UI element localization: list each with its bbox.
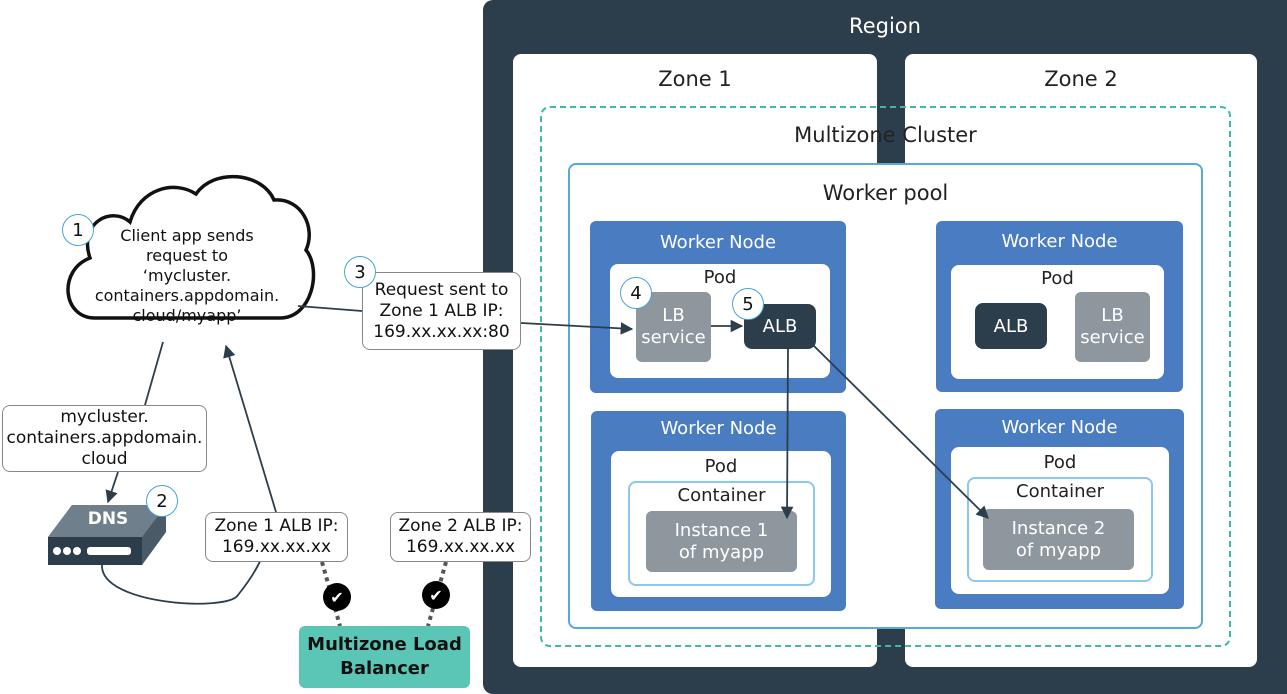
dns-callout-line3: cloud [81,449,128,469]
dns-device-icon [48,505,166,565]
lb-service-zone1: LB service [636,292,711,362]
zone2-alb-ip-callout: Zone 2 ALB IP: 169.xx.xx.xx [390,512,531,562]
zone1-ip-line1: Zone 1 ALB IP: [214,516,339,536]
zone-2-title: Zone 2 [1044,67,1118,91]
alb-label: ALB [762,316,798,337]
pod-title: Pod [703,267,737,288]
mlb-line1: Multizone Load [307,634,462,655]
instance-1-line1: Instance 1 [674,519,769,541]
alb-label: ALB [993,315,1029,337]
dns-response-arrow [223,344,277,513]
instance-2-myapp: Instance 2 of myapp [983,509,1134,570]
container-title: Container [1016,481,1104,502]
client-line3: ‘mycluster. [142,266,232,285]
dns-callout-line1: mycluster. [60,407,149,427]
alb-to-instance2-arrow [811,343,989,519]
client-cloud-icon [66,174,316,320]
instance-1-line2: of myapp [678,541,765,563]
multizone-cluster-boundary [540,106,1231,647]
checkmark-icon: ✔ [422,581,450,609]
zone1-alb-ip-callout: Zone 1 ALB IP: 169.xx.xx.xx [205,512,348,562]
cloud-to-request-line [297,305,363,312]
client-line1: Client app sends [120,226,254,245]
worker-node-title: Worker Node [1001,231,1118,252]
instance-2-line2: of myapp [1015,539,1102,561]
client-line5: cloud/myapp’ [132,306,242,325]
worker-pool-title: Worker pool [822,181,949,205]
request-line3: 169.xx.xx.xx:80 [373,321,510,342]
request-line2: Zone 1 ALB IP: [379,300,504,321]
step-4-badge: 4 [620,277,652,309]
worker-node-title: Worker Node [660,418,777,439]
dns-query-arrow [105,471,119,504]
pod-title: Pod [1041,268,1074,289]
request-line1: Request sent to [374,279,509,300]
checkmark-icon: ✔ [323,583,351,611]
zone1-ip-line2: 169.xx.xx.xx [221,537,332,557]
zone2-ip-line1: Zone 2 ALB IP: [398,516,523,536]
step-5-badge: 5 [732,288,764,320]
worker-node-title: Worker Node [659,232,777,253]
zone-1-title: Zone 1 [658,67,732,91]
step-1-badge: 1 [62,214,94,246]
region-title: Region [849,14,921,38]
request-sent-callout: Request sent to Zone 1 ALB IP: 169.xx.xx… [362,272,521,350]
worker-node-title: Worker Node [1001,417,1118,438]
multizone-load-balancer: Multizone Load Balancer [299,626,470,688]
pod-title: Pod [1043,452,1077,473]
lb-service-zone2: LB service [1075,292,1150,362]
lb-service-label-line2: service [1080,327,1145,348]
lb-service-label-line1: LB [1101,305,1124,326]
dns-label: DNS [87,509,129,529]
instance-2-line1: Instance 2 [1011,517,1106,539]
dns-return-loop [101,544,267,605]
pod-title: Pod [704,456,738,477]
mlb-line2: Balancer [340,658,429,679]
lb-service-label-line2: service [641,327,706,348]
client-line4: containers.appdomain. [94,286,280,305]
dns-hostname-callout: mycluster. containers.appdomain. cloud [2,405,207,472]
alb-zone2: ALB [975,303,1047,349]
client-line2: request to [146,246,228,265]
container-title: Container [677,485,766,506]
alb-to-instance1-arrow [780,348,794,520]
request-to-lb-service-arrow [520,322,634,335]
step-3-badge: 3 [344,256,376,288]
zone2-ip-line2: 169.xx.xx.xx [405,537,516,557]
dns-callout-line2: containers.appdomain. [6,428,203,448]
cluster-title: Multizone Cluster [794,123,977,147]
instance-1-myapp: Instance 1 of myapp [646,511,797,572]
client-app-description: Client app sends request to ‘mycluster. … [82,226,292,326]
lb-service-label-line1: LB [662,305,685,326]
cloud-to-dns-line [144,341,164,406]
step-2-badge: 2 [146,485,178,517]
